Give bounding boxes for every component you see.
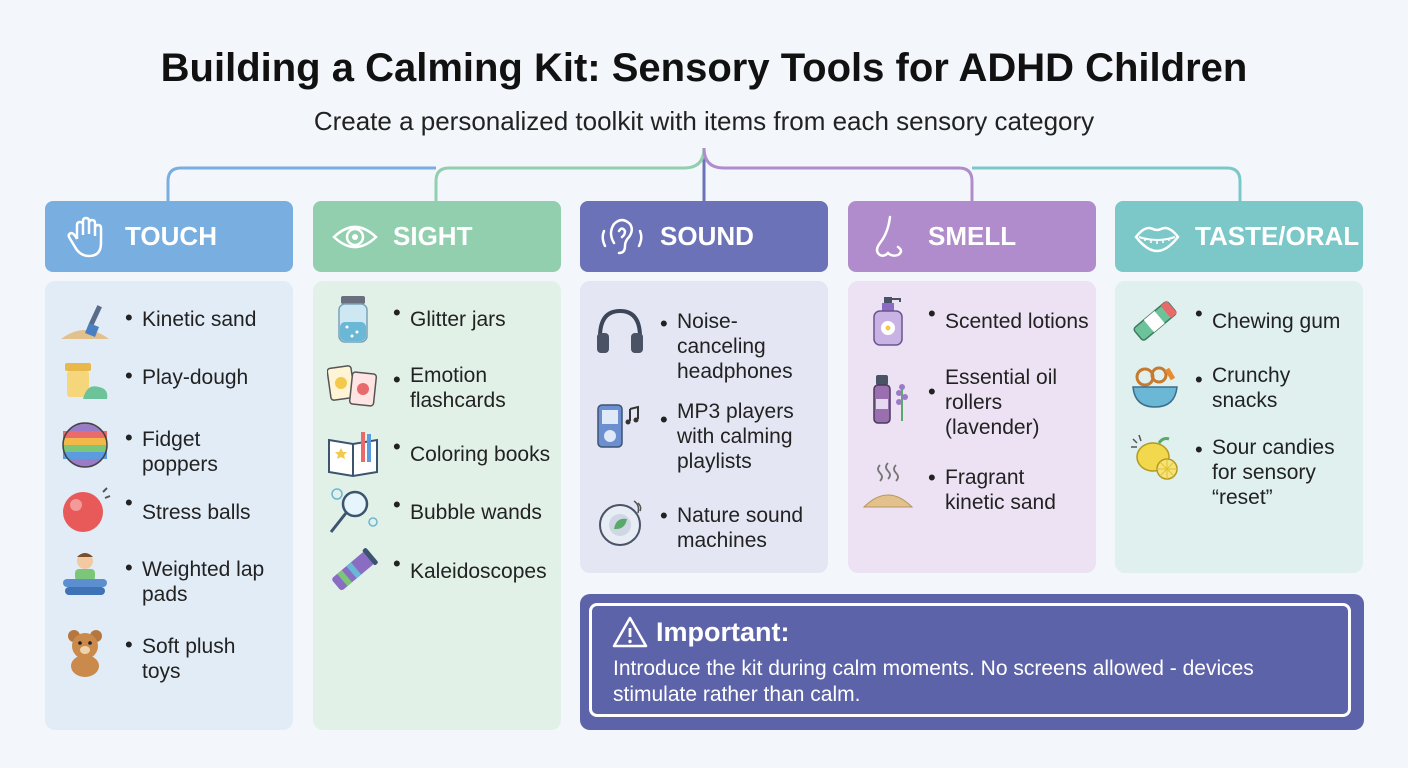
lips-icon: [1133, 213, 1181, 261]
nose-icon: [866, 213, 914, 261]
coloring-book-icon: [327, 428, 379, 480]
category-label-sound: SOUND: [660, 221, 754, 251]
item-label: Nature sound machines: [677, 504, 804, 552]
page-subtitle: Create a personalized toolkit with items…: [313, 106, 1095, 136]
item-label: Kaleidoscopes: [410, 560, 547, 583]
item-label: Glitter jars: [410, 308, 506, 331]
glitter-jar-icon: [327, 294, 379, 346]
category-panel-smell: • Scented lotions • Essential oil roller…: [848, 281, 1096, 573]
item-label: Fragrant kinetic sand: [945, 466, 1056, 514]
important-text: Introduce the kit during calm moments. N…: [613, 657, 1254, 706]
item-label: Emotion flashcards: [410, 364, 506, 412]
item-label: Scented lotions: [945, 310, 1089, 333]
warning-icon: [612, 616, 648, 648]
item-label: Crunchy snacks: [1212, 364, 1291, 412]
gum-icon: [1129, 295, 1181, 347]
eye-icon: [331, 213, 379, 261]
lemon-icon: [1129, 431, 1181, 483]
snack-bowl-icon: [1129, 361, 1181, 413]
fragrant-sand-icon: [862, 459, 914, 511]
item-label: Soft plush toys: [142, 635, 236, 683]
kaleidoscope-icon: [327, 545, 379, 597]
item-label: Stress balls: [142, 501, 251, 524]
sand-shovel-icon: [59, 299, 111, 351]
category-label-smell: SMELL: [928, 221, 1017, 251]
play-dough-icon: [59, 357, 111, 409]
item-label: Kinetic sand: [142, 308, 257, 331]
category-panel-sound: • Noise- canceling headphones • MP3 play…: [580, 281, 828, 573]
sound-machine-icon: [594, 497, 646, 549]
item-label: Sour candies for sensory “reset”: [1212, 436, 1335, 509]
lotion-bottle-icon: [862, 295, 914, 347]
connector-lines: [166, 147, 1242, 201]
item-label: Essential oil rollers (lavender): [945, 366, 1058, 439]
important-heading: Important:: [612, 616, 789, 648]
teddy-bear-icon: [59, 626, 111, 678]
item-label: Noise- canceling headphones: [677, 310, 793, 383]
important-notice-border: [589, 603, 1351, 717]
headphones-icon: [594, 305, 646, 357]
category-panel-taste: • Chewing gum • Crunchy snacks • Sour ca…: [1115, 281, 1363, 573]
category-header-sound: SOUND: [580, 201, 828, 272]
category-label-touch: TOUCH: [125, 221, 217, 251]
category-panel-sight: • Glitter jars • Emotion flashcards • Co…: [313, 281, 561, 730]
bubble-wand-icon: [327, 486, 379, 538]
oil-roller-icon: [862, 373, 914, 425]
category-label-taste: TASTE/ORAL: [1195, 221, 1360, 251]
mp3-player-icon: [594, 401, 646, 453]
important-notice: Important: Introduce the kit during calm…: [580, 594, 1364, 730]
category-header-smell: SMELL: [848, 201, 1096, 272]
category-label-sight: SIGHT: [393, 221, 473, 251]
hand-icon: [63, 213, 111, 261]
important-heading-text: Important:: [656, 616, 790, 647]
fidget-popper-icon: [59, 419, 111, 471]
category-header-touch: TOUCH: [45, 201, 293, 272]
item-label: Play-dough: [142, 366, 249, 389]
item-label: Coloring books: [410, 443, 551, 466]
item-label: Fidget poppers: [142, 428, 218, 476]
weighted-pad-icon: [59, 549, 111, 601]
stress-ball-icon: [59, 484, 111, 536]
item-label: Bubble wands: [410, 501, 542, 524]
flashcards-icon: [326, 361, 379, 413]
item-label: MP3 players with calming playlists: [677, 400, 794, 473]
item-label: Chewing gum: [1212, 310, 1341, 333]
item-label: Weighted lap pads: [142, 558, 265, 606]
category-header-taste: TASTE/ORAL: [1115, 201, 1363, 272]
category-panel-touch: • Kinetic sand • Play-dough • Fidget pop…: [45, 281, 293, 730]
page-title: Building a Calming Kit: Sensory Tools fo…: [160, 46, 1248, 90]
ear-icon: [598, 213, 646, 261]
category-header-sight: SIGHT: [313, 201, 561, 272]
